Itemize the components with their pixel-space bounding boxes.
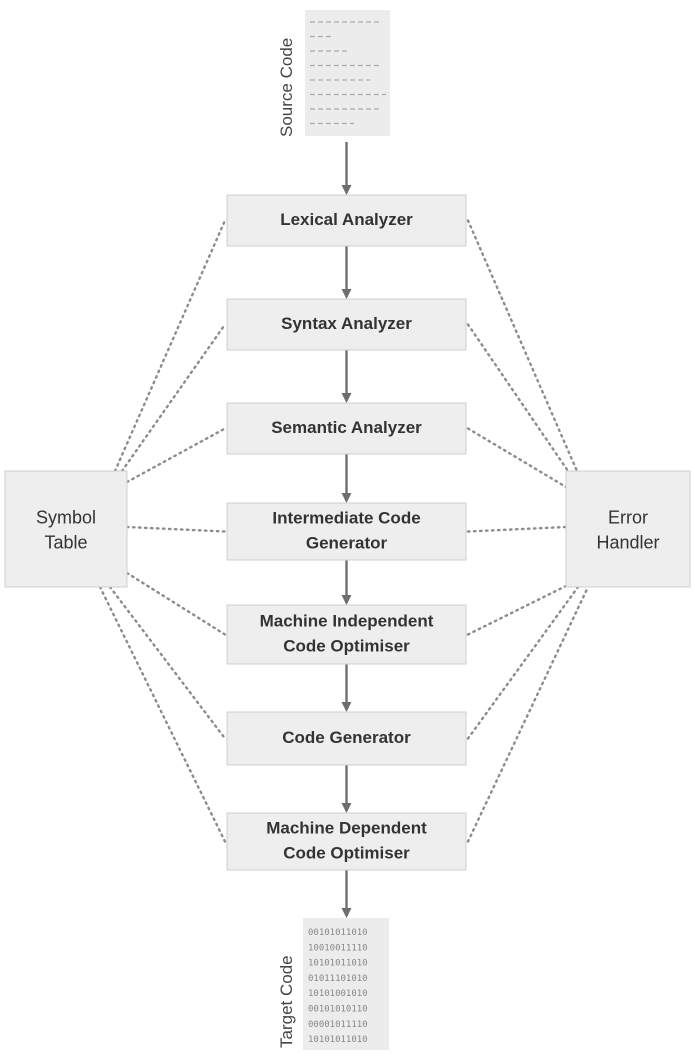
symbol-table-link	[113, 219, 227, 473]
binary-line: 10101011010	[308, 1035, 368, 1045]
error-handler-link	[466, 585, 590, 843]
source-code-lines	[310, 21, 386, 125]
label-line: Symbol	[36, 507, 96, 527]
label-line: Intermediate Code	[272, 508, 420, 527]
symbol-table-link	[125, 525, 227, 533]
binary-line: 00101010110	[308, 1005, 368, 1015]
label-line: Syntax Analyzer	[281, 314, 412, 333]
phase-label: Lexical Analyzer	[280, 210, 413, 229]
phase-box-rect	[226, 502, 467, 561]
source-code-document: Source Code	[277, 10, 390, 137]
label-line: Code Optimiser	[283, 843, 410, 862]
error-handler-link	[466, 584, 568, 636]
label-line: Lexical Analyzer	[280, 210, 413, 229]
phase-box-rect	[226, 402, 467, 455]
error-handler-link	[466, 323, 570, 473]
binary-line: 10101011010	[308, 959, 368, 969]
phase-box: Code Generator	[226, 711, 467, 766]
label-line: Code Generator	[282, 728, 411, 747]
binary-line: 10101001010	[308, 989, 368, 999]
source-code-label: Source Code	[277, 38, 296, 137]
symbol-table-link	[125, 571, 227, 636]
phase-box-rect	[226, 812, 467, 871]
label-line: Machine Dependent	[266, 818, 427, 837]
label-line: Machine Independent	[260, 611, 434, 630]
label-line: Code Optimiser	[283, 636, 410, 655]
label-line: Semantic Analyzer	[271, 418, 422, 437]
phase-box-rect	[226, 711, 467, 766]
binary-line: 10010011110	[308, 943, 368, 953]
error-handler-link	[466, 427, 568, 489]
phase-box: Syntax Analyzer	[226, 298, 467, 351]
symbol-table-link	[125, 427, 227, 484]
phase-box: Semantic Analyzer	[226, 402, 467, 455]
label-line: Error	[608, 507, 648, 527]
binary-line: 00001011110	[308, 1020, 368, 1030]
phase-box-rect	[226, 604, 467, 665]
phase-label: Semantic Analyzer	[271, 418, 422, 437]
phase-box: Lexical Analyzer	[226, 194, 467, 247]
error-handler-link	[466, 525, 568, 533]
label-line: Generator	[306, 533, 388, 552]
dotted-connectors	[98, 219, 590, 843]
target-code-lines: 00101011010 10010011110 10101011010 0101110…	[308, 928, 368, 1045]
symbol-table-link	[120, 323, 227, 473]
phase-label: Syntax Analyzer	[281, 314, 412, 333]
phase-box-rect	[226, 298, 467, 351]
target-code-page	[303, 918, 389, 1050]
label-line: Handler	[596, 532, 659, 552]
target-code-label: Target Code	[277, 955, 296, 1048]
symbol-table-link	[98, 585, 227, 843]
phase-box-rect	[226, 194, 467, 247]
error-handler-link	[466, 219, 579, 473]
target-code-document: 00101011010 10010011110 10101011010 0101110…	[277, 918, 389, 1050]
phase-label: Code Generator	[282, 728, 411, 747]
binary-line: 01011101010	[308, 974, 368, 984]
binary-line: 00101011010	[308, 928, 368, 938]
symbol-table-link	[108, 585, 227, 740]
error-handler-link	[466, 585, 580, 740]
label-line: Table	[44, 532, 87, 552]
source-code-page	[305, 10, 390, 136]
